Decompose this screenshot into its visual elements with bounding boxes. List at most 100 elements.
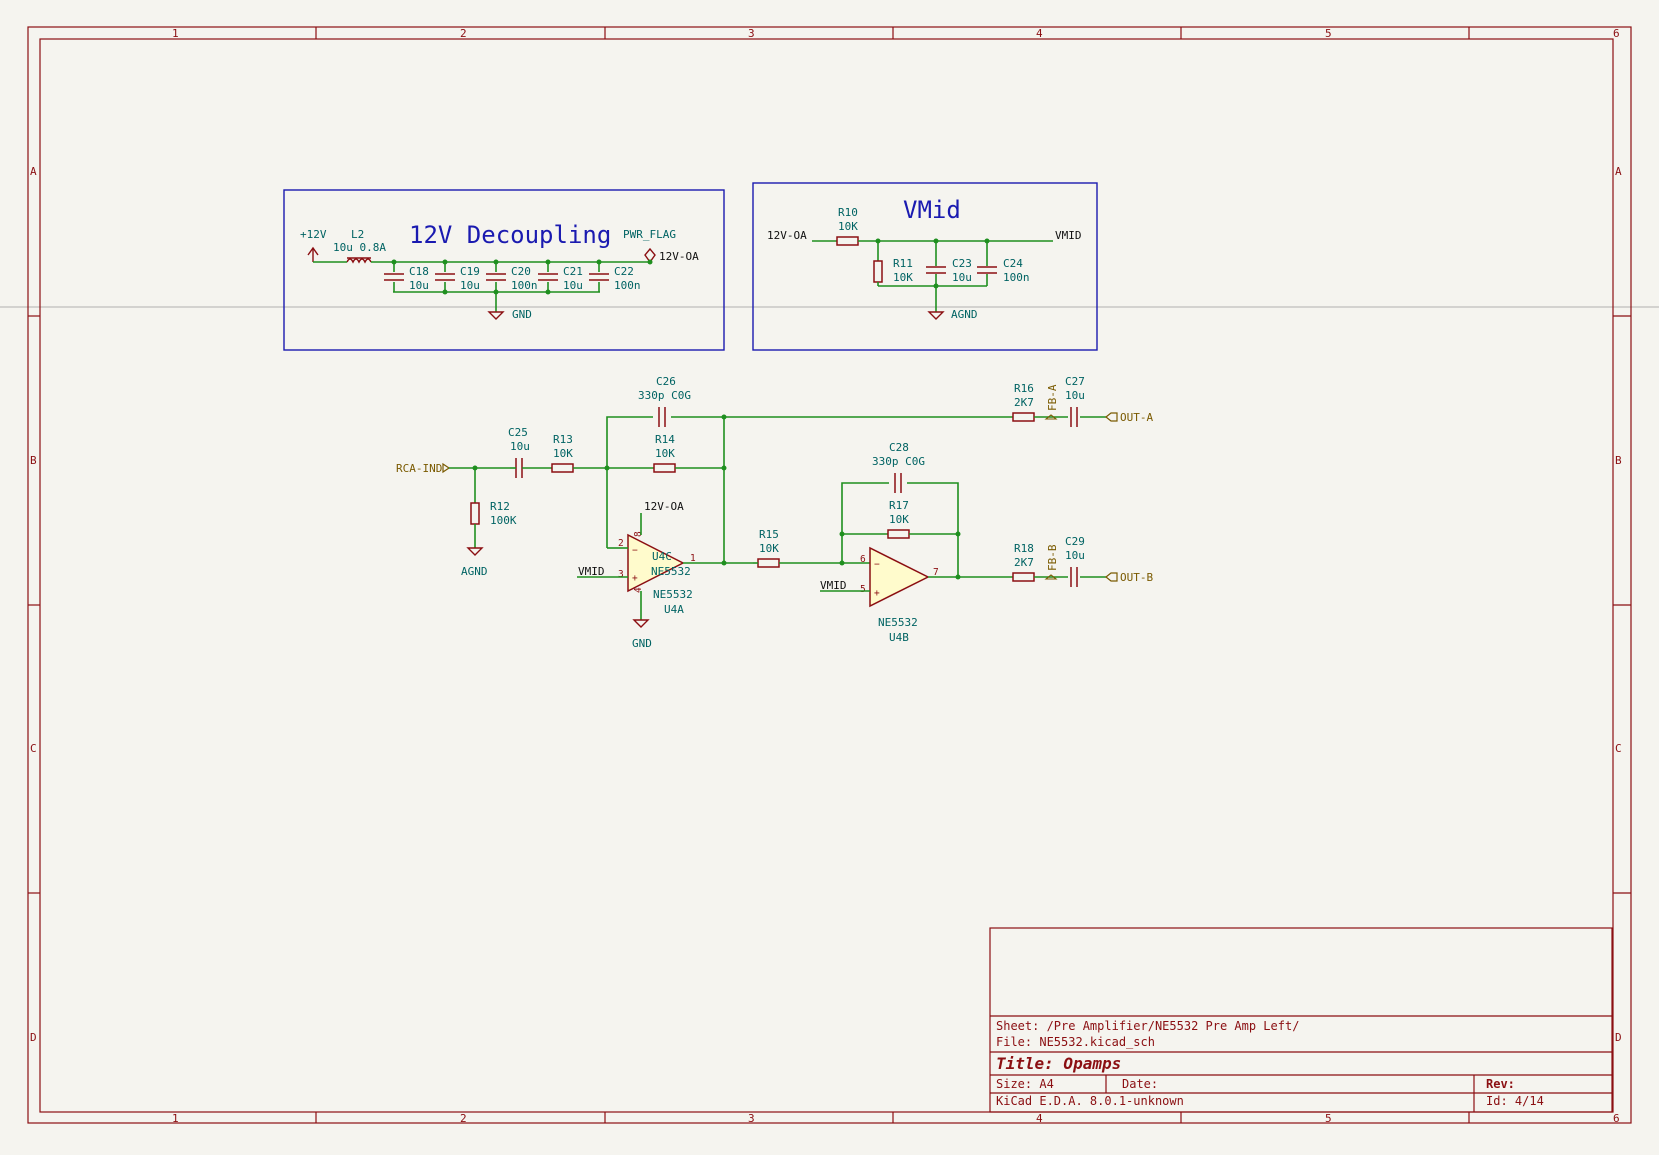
col-label-3: 3 bbox=[748, 27, 755, 40]
junction bbox=[604, 465, 610, 471]
col-label-5-bottom: 5 bbox=[1325, 1112, 1332, 1125]
gnd-label-decoupling: GND bbox=[512, 308, 532, 321]
c24-value: 100n bbox=[1003, 271, 1030, 284]
r16-ref: R16 bbox=[1014, 382, 1034, 395]
u4b-ref: U4B bbox=[889, 631, 909, 644]
opamp-u4b[interactable]: 6 5 7 − + NE5532 U4B bbox=[860, 546, 939, 644]
resistor-r12[interactable]: R12 100K bbox=[470, 468, 517, 548]
vmid-label-1: VMID bbox=[578, 565, 605, 578]
cap-c22[interactable]: C22 100n bbox=[589, 262, 641, 292]
resistor-r18[interactable]: R18 2K7 bbox=[1012, 542, 1035, 582]
r18-ref: R18 bbox=[1014, 542, 1034, 555]
vmid-title: VMid bbox=[903, 196, 961, 224]
svg-text:−: − bbox=[632, 545, 638, 556]
input-label-rca: RCA-IND bbox=[396, 462, 442, 475]
sheet-frame bbox=[27, 26, 1632, 1124]
pwr-flag-label: PWR_FLAG bbox=[623, 228, 676, 241]
svg-text:+: + bbox=[632, 573, 638, 584]
c20-value: 100n bbox=[511, 279, 538, 292]
cap-c21[interactable]: C21 10u bbox=[538, 262, 583, 292]
u4a-ref: U4A bbox=[664, 603, 684, 616]
vmid-section[interactable]: VMid 12V-OA R10 10K VMID R11 10K C23 10u bbox=[752, 182, 1098, 351]
row-label-c: C bbox=[30, 742, 37, 755]
r18-value: 2K7 bbox=[1014, 556, 1034, 569]
c29-ref: C29 bbox=[1065, 535, 1085, 548]
decoupling-box bbox=[283, 189, 725, 351]
agnd-symbol-input[interactable]: AGND bbox=[461, 547, 488, 578]
resistor-r11[interactable]: R11 10K bbox=[873, 241, 913, 286]
output-a-hier-label[interactable]: OUT-A bbox=[1105, 411, 1153, 424]
row-label-d-right: D bbox=[1615, 1031, 1622, 1044]
vmid-label-2: VMID bbox=[820, 579, 847, 592]
r16-value: 2K7 bbox=[1014, 396, 1034, 409]
pwr-flag-symbol[interactable]: PWR_FLAG 12V-OA bbox=[623, 228, 699, 264]
inductor-value: 10u 0.8A bbox=[333, 241, 386, 254]
cap-c19[interactable]: C19 10u bbox=[435, 262, 480, 292]
resistor-r17[interactable]: R17 10K bbox=[887, 499, 910, 539]
row-label-b: B bbox=[30, 454, 37, 467]
c27-ref: C27 bbox=[1065, 375, 1085, 388]
pin-7: 7 bbox=[933, 567, 939, 578]
inductor-ref: L2 bbox=[351, 228, 364, 241]
cap-c24[interactable]: C24 100n bbox=[977, 241, 1030, 286]
decoupling-section[interactable]: 12V Decoupling +12V L2 10u 0.8A PWR_FLAG… bbox=[283, 189, 725, 351]
r12-ref: R12 bbox=[490, 500, 510, 513]
main-circuit[interactable]: RCA-IND C25 10u R13 10K R12 100K bbox=[396, 375, 1153, 650]
svg-text:−: − bbox=[874, 559, 880, 570]
agnd-symbol-vmid[interactable]: AGND bbox=[927, 286, 978, 321]
title-block[interactable]: Sheet: /Pre Amplifier/NE5532 Pre Amp Lef… bbox=[989, 927, 1613, 1113]
fb-b-label[interactable]: FB-B bbox=[1044, 544, 1059, 580]
cap-c20[interactable]: C20 100n bbox=[486, 262, 538, 292]
fb-a-label[interactable]: FB-A bbox=[1044, 384, 1059, 420]
resistor-r10[interactable]: R10 10K bbox=[836, 206, 859, 246]
gnd-symbol-decoupling[interactable]: GND bbox=[487, 292, 532, 321]
junction bbox=[721, 465, 727, 471]
c26-value: 330p C0G bbox=[638, 389, 691, 402]
col-label-2: 2 bbox=[460, 27, 467, 40]
junctions-vmid bbox=[875, 238, 990, 289]
cap-c29[interactable]: C29 10u bbox=[1065, 535, 1085, 587]
title-block-sheet: Sheet: /Pre Amplifier/NE5532 Pre Amp Lef… bbox=[996, 1019, 1299, 1033]
col-label-4-bottom: 4 bbox=[1036, 1112, 1043, 1125]
resistor-r14[interactable]: R14 10K bbox=[653, 433, 676, 473]
pin-3: 3 bbox=[618, 569, 624, 580]
resistor-r15[interactable]: R15 10K bbox=[757, 528, 780, 568]
c28-ref: C28 bbox=[889, 441, 909, 454]
fb-a-text: FB-A bbox=[1046, 384, 1059, 411]
r15-value: 10K bbox=[759, 542, 779, 555]
gnd-symbol-opamp[interactable]: GND bbox=[632, 619, 652, 650]
c18-value: 10u bbox=[409, 279, 429, 292]
col-label-1: 1 bbox=[172, 27, 179, 40]
col-label-2-bottom: 2 bbox=[460, 1112, 467, 1125]
cap-c26[interactable]: C26 330p C0G bbox=[638, 375, 691, 427]
c27-value: 10u bbox=[1065, 389, 1085, 402]
opamp-u4a[interactable]: 2 3 1 8 4 − + U4C NE5532 NE5532 U4A bbox=[618, 531, 696, 616]
junction bbox=[721, 414, 727, 420]
r17-value: 10K bbox=[889, 513, 909, 526]
pin-5: 5 bbox=[860, 584, 866, 595]
pin-6: 6 bbox=[860, 554, 866, 565]
cap-c18[interactable]: C18 10u bbox=[384, 262, 429, 292]
u4c-part: NE5532 bbox=[651, 565, 691, 578]
inductor-l2[interactable]: L2 10u 0.8A bbox=[333, 228, 386, 264]
cap-c23[interactable]: C23 10u bbox=[926, 241, 972, 286]
resistor-r13[interactable]: R13 10K bbox=[551, 433, 574, 473]
power-12v-symbol[interactable]: +12V bbox=[300, 228, 327, 262]
input-hier-label[interactable]: RCA-IND bbox=[396, 462, 451, 475]
pin-1: 1 bbox=[690, 553, 696, 564]
cap-c27[interactable]: C27 10u bbox=[1065, 375, 1085, 427]
c25-value: 10u bbox=[510, 440, 530, 453]
c28-value: 330p C0G bbox=[872, 455, 925, 468]
resistor-r16[interactable]: R16 2K7 bbox=[1012, 382, 1035, 422]
output-b-hier-label[interactable]: OUT-B bbox=[1105, 571, 1153, 584]
c25-ref: C25 bbox=[508, 426, 528, 439]
u4c-ref: U4C bbox=[652, 550, 672, 563]
cap-c25[interactable]: C25 10u bbox=[508, 426, 530, 478]
cap-c28[interactable]: C28 330p C0G bbox=[872, 441, 925, 493]
output-b-text: OUT-B bbox=[1120, 571, 1153, 584]
rail-12v-oa-label: 12V-OA bbox=[659, 250, 699, 263]
r10-ref: R10 bbox=[838, 206, 858, 219]
title-block-date: Date: bbox=[1122, 1077, 1158, 1091]
junction bbox=[955, 574, 961, 580]
